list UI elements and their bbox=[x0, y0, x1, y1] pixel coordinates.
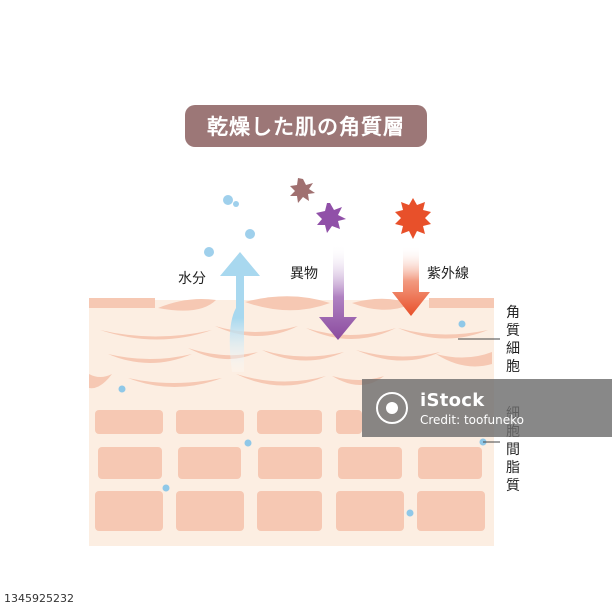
skin-water-droplets bbox=[118, 320, 487, 517]
watermark-credit: Credit: toofuneko bbox=[420, 412, 525, 427]
uv-burst-icon bbox=[395, 198, 431, 239]
particle-brown-icon bbox=[290, 178, 315, 203]
moisture-label: 水分 bbox=[178, 271, 206, 287]
uv-label: 紫外線 bbox=[427, 266, 469, 282]
moisture-arrow-icon bbox=[220, 252, 260, 372]
particle-purple-icon bbox=[316, 203, 346, 233]
skin-surface bbox=[89, 296, 494, 311]
foreign-matter-label: 異物 bbox=[290, 266, 318, 282]
uv-arrow-icon bbox=[392, 246, 430, 316]
image-id-label: 1345925232 bbox=[0, 590, 78, 608]
cell-bricks bbox=[95, 410, 485, 531]
foreign-matter-arrow-icon bbox=[319, 244, 357, 340]
watermark-brand: iStock bbox=[420, 389, 485, 411]
corneocyte-label: 角質細胞 bbox=[506, 305, 520, 375]
floating-water-drops bbox=[204, 195, 255, 257]
diagram-title: 乾燥した肌の角質層 bbox=[185, 105, 427, 147]
watermark-banner: iStock Credit: toofuneko bbox=[362, 379, 612, 437]
watermark-logo-icon bbox=[372, 388, 412, 428]
